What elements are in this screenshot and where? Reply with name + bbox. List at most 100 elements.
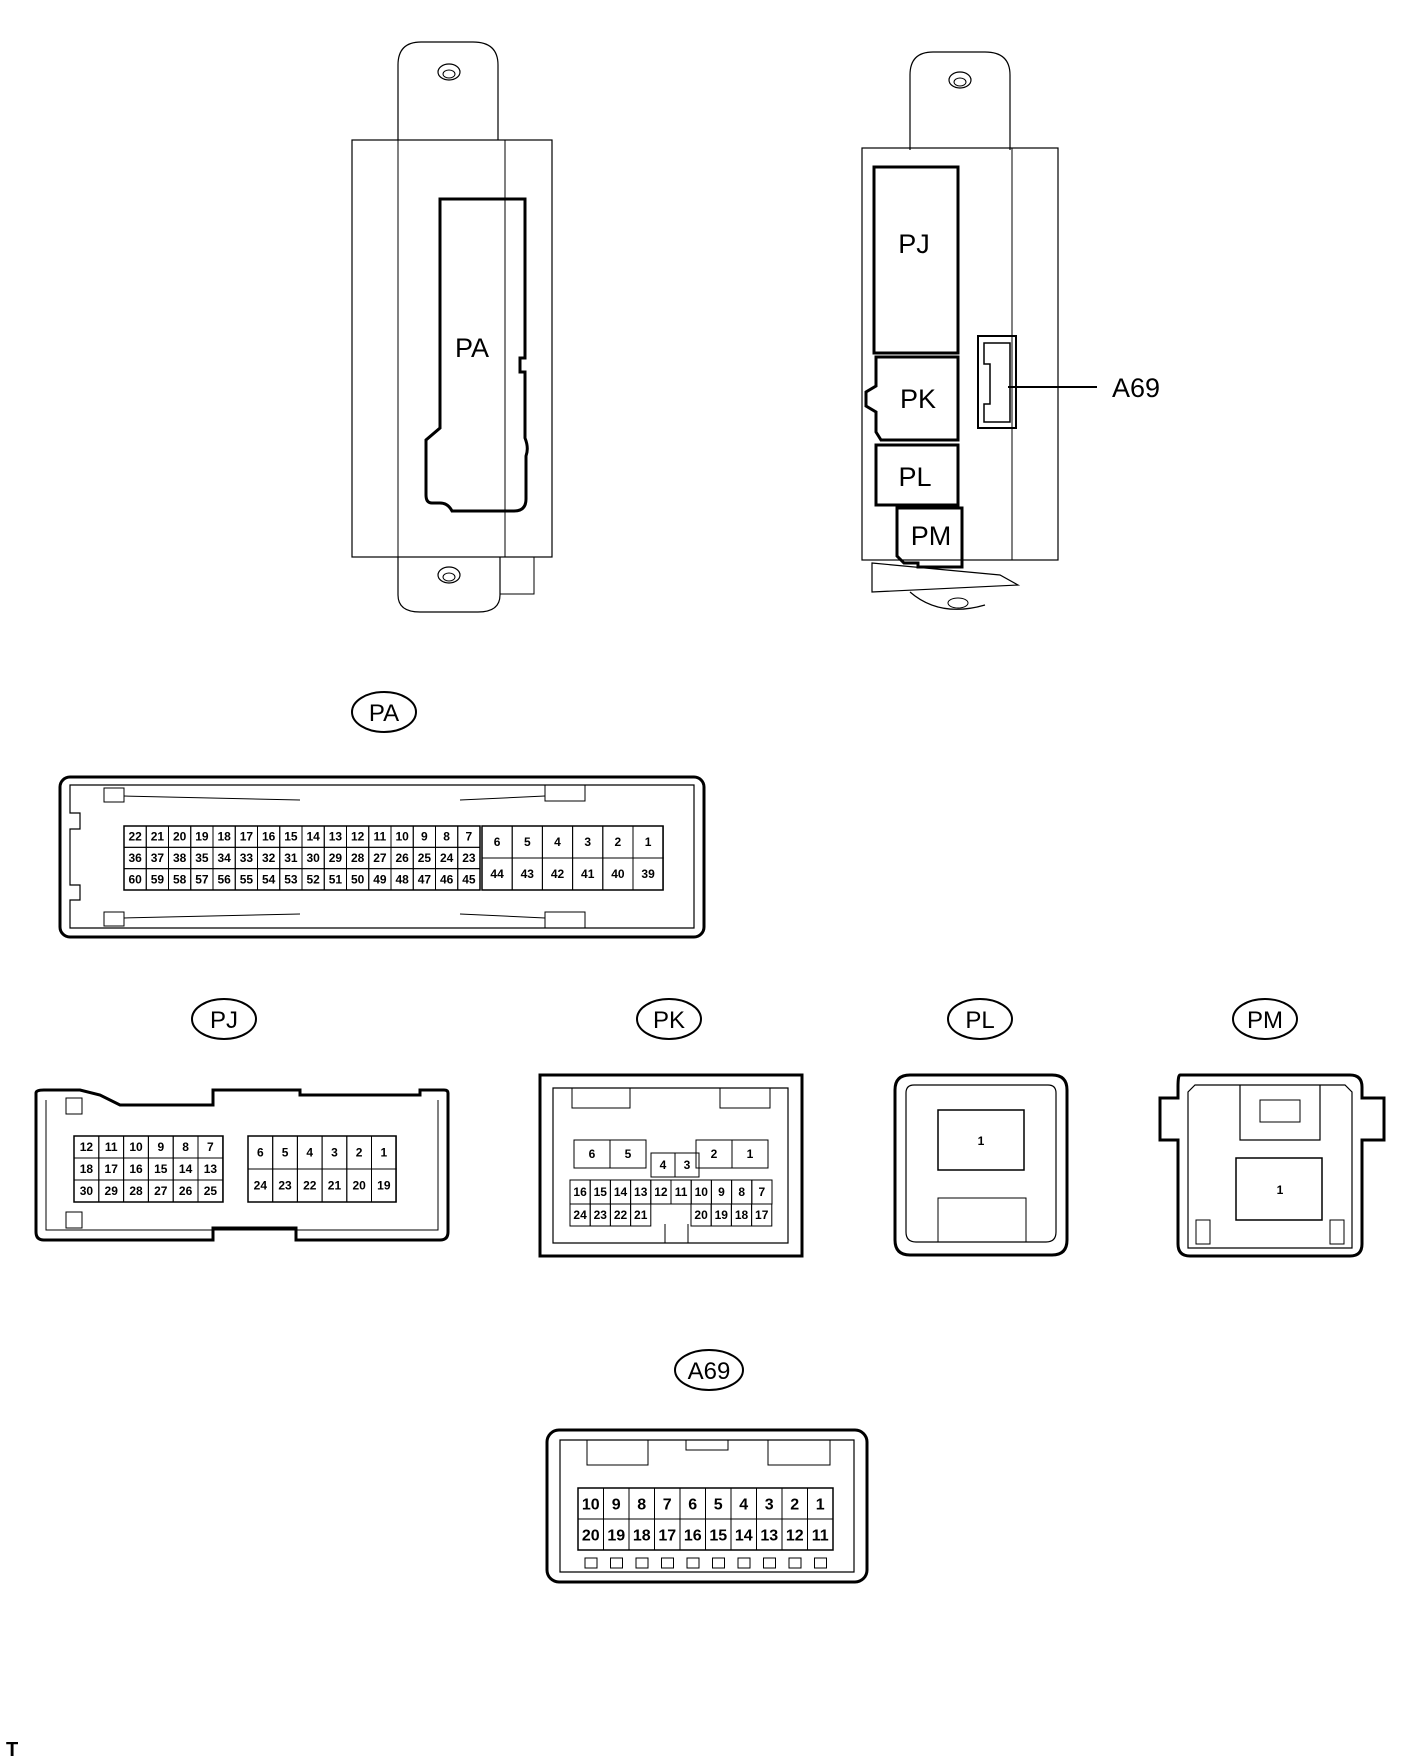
pk-pin-21: 21: [634, 1208, 648, 1222]
pj-pin-26: 26: [179, 1184, 193, 1198]
pa-pin-2: 2: [615, 835, 622, 849]
pj-pin-24: 24: [254, 1179, 268, 1193]
a69-pin-11-cell: [807, 1518, 834, 1551]
a69-pin-2: 2: [790, 1497, 799, 1514]
pa-pin-34: 34: [217, 851, 231, 865]
pa-pin-30: 30: [306, 851, 320, 865]
pa-pin-58: 58: [173, 872, 187, 886]
pa-pin-55: 55: [240, 872, 254, 886]
view-label-pm: PM: [911, 521, 952, 551]
pj-pin-16: 16: [129, 1162, 143, 1176]
a69-pin-9: 9: [612, 1497, 621, 1514]
pa-pin-24: 24: [440, 851, 454, 865]
pa-pin-21: 21: [151, 830, 165, 844]
pa-pin-39-cell: [632, 857, 664, 891]
pa-pin-45: 45: [462, 872, 476, 886]
pm-connector-face: [1158, 1073, 1386, 1258]
pj-pin-17: 17: [105, 1162, 119, 1176]
pk-connector-outline: [864, 355, 960, 442]
pa-pin-44: 44: [490, 867, 504, 881]
pm-connector-outline: [895, 506, 964, 569]
pa-pin-14: 14: [306, 830, 320, 844]
a69-terminal-tooth: [814, 1557, 827, 1569]
pk-pin-22: 22: [614, 1208, 628, 1222]
pj-pin-4: 4: [306, 1146, 313, 1160]
pk-pin-1: 1: [747, 1147, 754, 1161]
pa-pin-47: 47: [418, 872, 432, 886]
pa-pin-50: 50: [351, 872, 365, 886]
a69-pin-17: 17: [658, 1528, 676, 1545]
pj-pin-19: 19: [377, 1179, 391, 1193]
pa-pin-13: 13: [329, 830, 343, 844]
pa-pin-16: 16: [262, 830, 276, 844]
pa-pin-5: 5: [524, 835, 531, 849]
pa-pin-28: 28: [351, 851, 365, 865]
pj-connector-face: [34, 1088, 450, 1242]
view-label-pk: PK: [900, 384, 936, 414]
pk-pin-11: 11: [675, 1185, 688, 1199]
pa-pin-3: 3: [584, 835, 591, 849]
a69-pin-10: 10: [582, 1497, 600, 1514]
pa-pin-41: 41: [581, 867, 595, 881]
pa-pin-6: 6: [494, 835, 501, 849]
a69-tag-oval: [674, 1349, 744, 1391]
pa-tag-oval: [351, 691, 417, 733]
pj-pin-27: 27: [154, 1184, 168, 1198]
pk-pin-12: 12: [654, 1185, 668, 1199]
a69-pin-3: 3: [765, 1497, 774, 1514]
pa-pin-51: 51: [329, 872, 343, 886]
pk-pin-5-cell: [609, 1139, 647, 1169]
a69-pin-18: 18: [633, 1528, 651, 1545]
pk-pin-10: 10: [695, 1185, 709, 1199]
a69-bottom-terminals: [584, 1557, 827, 1569]
pj-connector-outline: [872, 165, 960, 355]
pa-pin-20: 20: [173, 830, 187, 844]
pk-pin-14: 14: [614, 1185, 628, 1199]
pk-pin-3-cell: [674, 1152, 700, 1178]
a69-pin-6: 6: [688, 1497, 697, 1514]
pl-pin-1: 1: [978, 1134, 985, 1148]
pk-tag: PK: [653, 1007, 685, 1034]
pk-pin-17: 17: [755, 1208, 769, 1222]
pj-pin-14: 14: [179, 1162, 193, 1176]
a69-terminal-tooth: [635, 1557, 649, 1569]
pl-connector-outline: [874, 443, 960, 507]
pl-tag: PL: [965, 1007, 994, 1034]
pa-pin-42: 42: [551, 867, 565, 881]
pa-pin-1: 1: [645, 835, 652, 849]
a69-terminal-tooth: [712, 1557, 725, 1569]
pk-pin-20: 20: [694, 1208, 708, 1222]
pa-pin-40: 40: [611, 867, 625, 881]
pa-pin-22: 22: [128, 830, 142, 844]
pa-pin-49: 49: [373, 872, 387, 886]
pk-pin-18: 18: [735, 1208, 749, 1222]
pa-pin-29: 29: [329, 851, 343, 865]
pj-pin-5: 5: [282, 1146, 289, 1160]
a69-terminal-tooth: [584, 1557, 598, 1569]
pj-pin-8: 8: [182, 1140, 189, 1154]
pj-pin-25: 25: [204, 1184, 218, 1198]
pa-pin-54: 54: [262, 872, 276, 886]
pa-pin-26: 26: [395, 851, 409, 865]
pj-pin-10: 10: [129, 1140, 143, 1154]
pj-tag-oval: [191, 998, 257, 1040]
pj-pin-6: 6: [257, 1146, 264, 1160]
pa-connector-outline: [424, 197, 529, 513]
pa-pin-48: 48: [395, 872, 409, 886]
pj-pin-7: 7: [207, 1140, 214, 1154]
view-label-pl: PL: [898, 462, 931, 492]
pl-tag-oval: [947, 998, 1013, 1040]
pj-pin-25-cell: [197, 1179, 224, 1203]
a69-terminal-tooth: [686, 1557, 700, 1569]
pa-pin-35: 35: [195, 851, 209, 865]
pm-tag-oval: [1232, 998, 1298, 1040]
a69-small-connector: [977, 335, 1017, 429]
pa-pin-52: 52: [306, 872, 320, 886]
pa-pin-10: 10: [395, 830, 409, 844]
a69-terminal-tooth: [737, 1557, 751, 1569]
pk-pin-8: 8: [738, 1185, 745, 1199]
pk-tag-oval: [636, 998, 702, 1040]
